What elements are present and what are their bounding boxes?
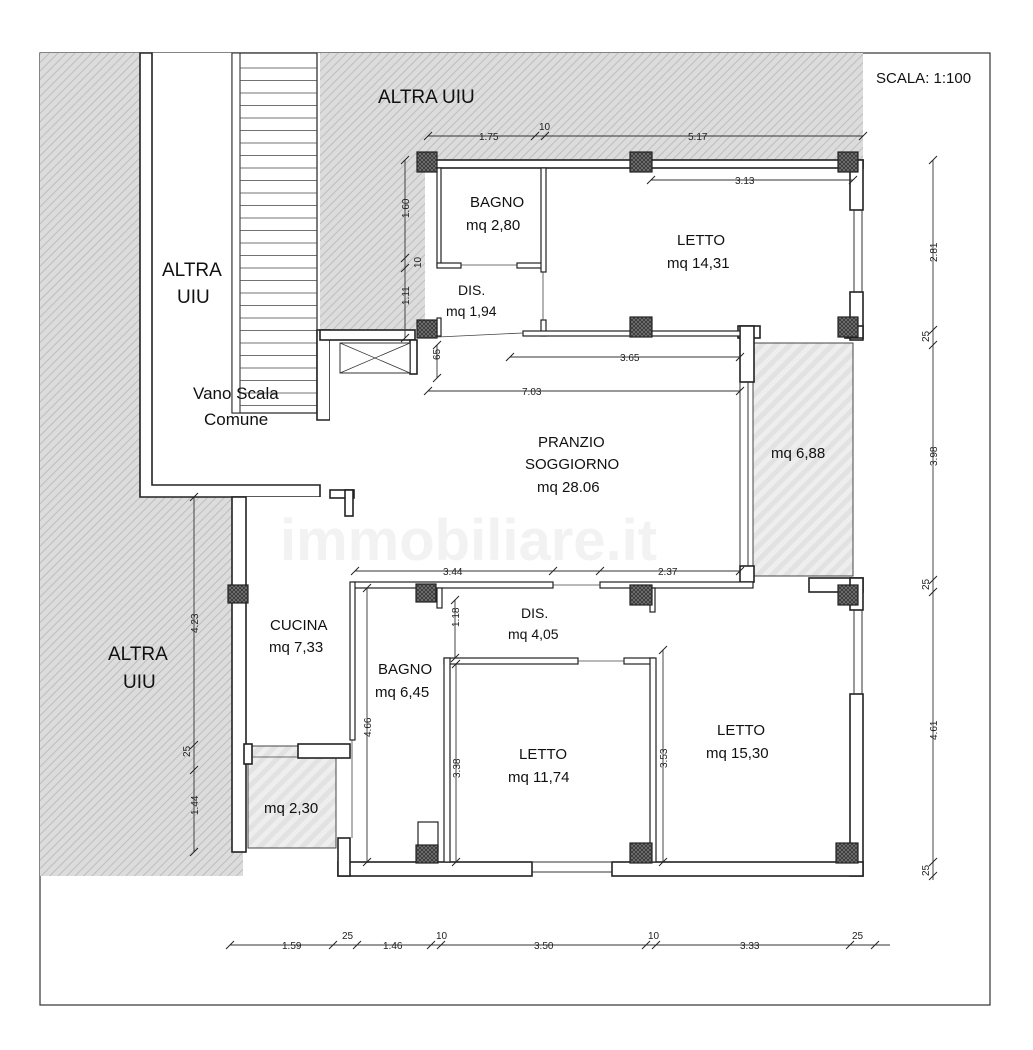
dim-r-25c: 25: [921, 864, 932, 876]
bagno2-name: BAGNO: [378, 661, 432, 678]
dim-r-25a: 25: [921, 330, 932, 342]
vano-scala-label-1: Vano Scala: [193, 384, 279, 403]
dim-7-03: 7.03: [522, 387, 542, 398]
dim-v-3-38: 3.38: [452, 758, 463, 778]
dim-v-1-11: 1.11: [401, 286, 412, 305]
dim-v-4-23: 4.23: [190, 613, 201, 633]
altra-uiu-left-label-1: ALTRA: [108, 644, 168, 665]
dim-v-10: 10: [413, 256, 424, 268]
stair-core-wall: [139, 52, 321, 498]
dim-v-25: 25: [182, 745, 193, 757]
dim-r-2-81: 2.81: [929, 242, 940, 262]
column: [835, 842, 859, 864]
terrace-right: [752, 342, 854, 577]
dis1-name: DIS.: [458, 282, 485, 298]
cucina-name: CUCINA: [270, 617, 328, 634]
dim-b-3-33: 3.33: [740, 941, 760, 952]
watermark: immobiliare.it: [280, 508, 657, 573]
column: [416, 151, 438, 173]
scale-label: SCALA: 1:100: [876, 70, 971, 87]
dis2-area: mq 4,05: [508, 626, 559, 642]
dim-v-1-18: 1.18: [451, 607, 462, 627]
terrazzo2-area: mq 2,30: [264, 800, 318, 817]
altra-uiu-bottom-left: [40, 497, 243, 876]
letto2-name: LETTO: [519, 746, 567, 763]
dis2-name: DIS.: [521, 605, 548, 621]
dim-5-17: 5.17: [688, 132, 708, 143]
column: [837, 316, 859, 338]
letto3-area: mq 15,30: [706, 745, 769, 762]
dim-top-10: 10: [539, 122, 551, 133]
vano-scala-label-2: Comune: [204, 410, 268, 429]
column: [837, 584, 859, 606]
pranzo-name-2: SOGGIORNO: [525, 456, 619, 473]
letto3-name: LETTO: [717, 722, 765, 739]
dim-r-4-61: 4.61: [929, 720, 940, 740]
dimension-ticks: [189, 131, 938, 950]
stair-steps: [240, 67, 317, 406]
bagno1-area: mq 2,80: [466, 217, 520, 234]
dim-3-65: 3.65: [620, 353, 640, 364]
dim-v-4-66: 4.66: [363, 717, 374, 737]
entrance-box: [339, 342, 411, 374]
column: [629, 316, 653, 338]
column: [415, 583, 437, 603]
dim-v-3-53: 3.53: [659, 748, 670, 768]
altra-uiu-left-label-2: UIU: [123, 672, 156, 693]
dim-b-25a: 25: [342, 931, 354, 942]
dim-r-25b: 25: [921, 578, 932, 590]
dim-3-44: 3.44: [443, 567, 463, 578]
dim-v-1-60: 1.60: [401, 198, 412, 218]
dim-v-1-44: 1.44: [190, 795, 201, 815]
terrace-bottom-left: [247, 745, 337, 849]
pranzo-area: mq 28.06: [537, 479, 600, 496]
altra-uiu-stair-label-2: UIU: [177, 287, 210, 308]
staircase: [231, 52, 318, 414]
dim-b-10b: 10: [648, 931, 660, 942]
letto1-area: mq 14,31: [667, 255, 730, 272]
column: [415, 844, 439, 864]
column: [629, 151, 653, 173]
bagno2-area: mq 6,45: [375, 684, 429, 701]
letto2-area: mq 11,74: [508, 769, 569, 786]
altra-uiu-stair-label-1: ALTRA: [162, 260, 222, 281]
stair-core-right-wall: [316, 329, 331, 421]
dis1-area: mq 1,94: [446, 303, 497, 319]
dimension-lines: [193, 135, 934, 946]
column: [416, 319, 438, 339]
columns: [227, 151, 859, 864]
pranzo-name-1: PRANZIO: [538, 434, 605, 451]
dim-v-65: 65: [432, 348, 443, 360]
letto1-name: LETTO: [677, 232, 725, 249]
dim-r-3-98: 3.98: [929, 446, 940, 466]
altra-uiu-top-label: ALTRA UIU: [378, 87, 475, 108]
dim-2-37: 2.37: [658, 567, 678, 578]
dim-1-75: 1.75: [479, 132, 499, 143]
column: [629, 584, 653, 606]
dim-b-1-59: 1.59: [282, 941, 302, 952]
bagno1-name: BAGNO: [470, 194, 524, 211]
column: [629, 842, 653, 864]
column: [227, 584, 249, 604]
dim-b-10a: 10: [436, 931, 448, 942]
cucina-area: mq 7,33: [269, 639, 323, 656]
dim-3-13: 3.13: [735, 176, 755, 187]
terrazzo1-area: mq 6,88: [771, 445, 825, 462]
dim-b-3-50: 3.50: [534, 941, 554, 952]
dim-b-25b: 25: [852, 931, 864, 942]
dim-b-1-46: 1.46: [383, 941, 403, 952]
column: [837, 151, 859, 173]
